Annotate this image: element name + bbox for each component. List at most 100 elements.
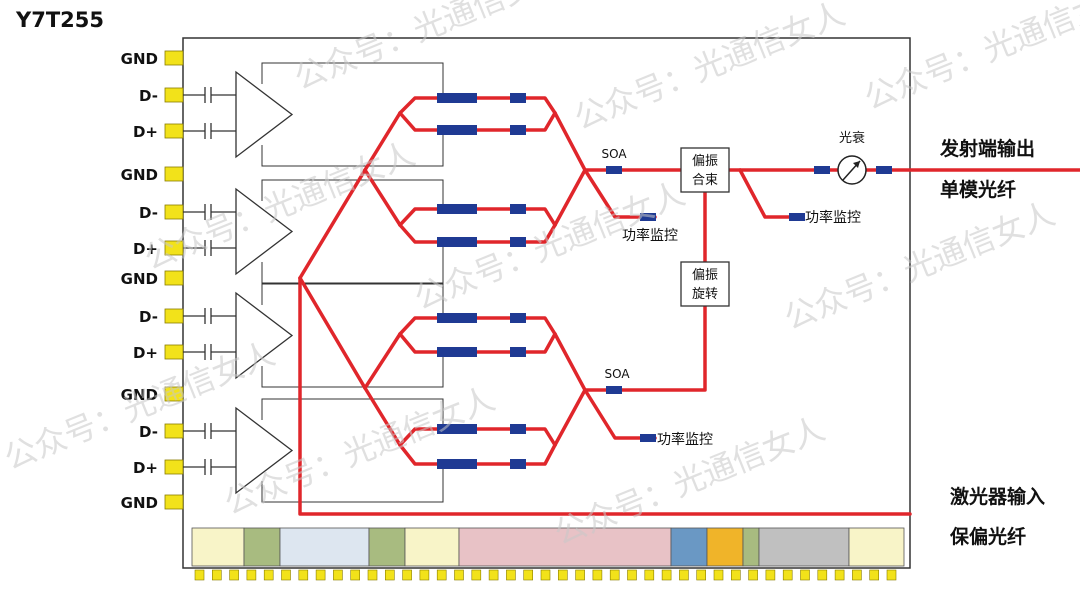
- pin-label: D+: [133, 123, 158, 141]
- pin-label: GND: [121, 166, 158, 184]
- monitor-right-tap: [738, 168, 792, 219]
- driver-output-line: [261, 130, 444, 167]
- bottom-pin-pad: [869, 569, 880, 581]
- phase-modulator-electrode: [437, 237, 477, 247]
- pbc-label-2: 合束: [692, 173, 718, 188]
- driver-output-line: [261, 62, 444, 98]
- bottom-pin-pad: [713, 569, 724, 581]
- bottom-pin-pad: [765, 569, 776, 581]
- soa-lower-path: [583, 303, 707, 392]
- split-upper-q: [363, 168, 402, 227]
- bottom-pin-pad: [384, 569, 395, 581]
- mz-arm: [398, 427, 557, 447]
- combine: [553, 332, 587, 392]
- bottom-pin-pad: [886, 569, 897, 581]
- bottom-pin-pad: [298, 569, 309, 581]
- phase-modulator-electrode: [437, 93, 477, 103]
- bottom-pin-pad: [194, 569, 205, 581]
- phase-shifter-electrode: [510, 424, 526, 434]
- phase-shifter-electrode: [510, 347, 526, 357]
- phase-modulator-electrode: [437, 459, 477, 469]
- driver-output-line: [261, 242, 444, 284]
- pin-label: D-: [139, 308, 158, 326]
- optical-block: [606, 166, 622, 174]
- driver-output-line: [261, 398, 444, 429]
- driver-amplifiers: [183, 62, 444, 503]
- pin-label: GND: [121, 270, 158, 288]
- mz-arm: [398, 207, 557, 227]
- bottom-pin-pad: [436, 569, 447, 581]
- optical-block: [640, 213, 656, 221]
- strip-segment: [368, 527, 406, 567]
- rotator-label-2: 旋转: [692, 287, 718, 302]
- strip-segment: [706, 527, 744, 567]
- phase-shifter-electrode: [510, 459, 526, 469]
- bottom-pin-pad: [696, 569, 707, 581]
- soa-top-label: SOA: [601, 147, 627, 161]
- pin-pad: [164, 459, 184, 475]
- split-lower-q: [363, 386, 402, 447]
- split-lower: [298, 276, 367, 390]
- bottom-pin-pad: [333, 569, 343, 581]
- phase-modulator-electrode: [437, 424, 477, 434]
- pin-pad: [164, 123, 184, 139]
- driver-output-line: [261, 179, 444, 209]
- rotator-box: [680, 261, 730, 307]
- strip-segment: [191, 527, 245, 567]
- tx-output-label-1: 发射端输出: [939, 137, 1035, 160]
- laser-input-label-2: 保偏光纤: [949, 525, 1026, 548]
- bottom-pin-pad: [212, 569, 222, 581]
- driver-output-line: [261, 464, 444, 503]
- pin-label: GND: [121, 50, 158, 68]
- driver-amplifier-icon: [235, 187, 294, 276]
- bottom-pin-pad: [367, 569, 378, 581]
- soa-bottom-label: SOA: [604, 367, 630, 381]
- bottom-pin-pad: [315, 569, 326, 581]
- bottom-pin-pad: [609, 569, 620, 581]
- combine: [553, 111, 587, 172]
- bottom-pin-pad: [454, 569, 464, 581]
- pin-label: GND: [121, 386, 158, 404]
- bottom-pin-pad: [229, 569, 239, 581]
- split-upper-i: [363, 111, 402, 172]
- strip-segment: [742, 527, 760, 567]
- bottom-pin-pad: [506, 569, 516, 581]
- driver-amplifier-icon: [235, 406, 294, 495]
- mz-arm: [398, 443, 557, 466]
- driver-output-line: [261, 352, 444, 388]
- pbc-box: [680, 147, 730, 193]
- phase-modulator-electrode: [437, 347, 477, 357]
- strip-segment: [404, 527, 460, 567]
- chip-title: Y7T255: [15, 8, 104, 32]
- bottom-pin-pad: [627, 569, 637, 581]
- bottom-pin-pad: [782, 569, 793, 581]
- phase-shifter-electrode: [510, 125, 526, 135]
- combine: [553, 388, 587, 447]
- tx-output-label-2: 单模光纤: [940, 178, 1016, 201]
- pin-label: D-: [139, 423, 158, 441]
- pin-label: D-: [139, 87, 158, 105]
- pin-pad: [164, 423, 184, 439]
- optical-block: [814, 166, 830, 174]
- optical-block: [640, 434, 656, 442]
- attenuator-label: 光衰: [839, 130, 865, 146]
- bottom-pin-pad: [281, 569, 291, 581]
- bottom-pin-pad: [488, 569, 499, 581]
- bottom-pin-pad: [592, 569, 603, 581]
- driver-amplifier-icon: [235, 70, 294, 159]
- split-upper: [298, 168, 367, 280]
- phase-shifter-electrode: [510, 313, 526, 323]
- pin-pad: [164, 204, 184, 220]
- pin-pad: [164, 87, 184, 103]
- pin-label: D-: [139, 204, 158, 222]
- bottom-pin-pad: [419, 569, 430, 581]
- strip-segment: [243, 527, 281, 567]
- bottom-pin-pad: [557, 569, 568, 581]
- attenuator-arrowhead: [853, 161, 860, 168]
- phase-shifter-electrode: [510, 93, 526, 103]
- bottom-pin-pad: [800, 569, 810, 581]
- bottom-pin-pad: [402, 569, 412, 581]
- mz-arm: [398, 332, 557, 354]
- strip-segment: [670, 527, 708, 567]
